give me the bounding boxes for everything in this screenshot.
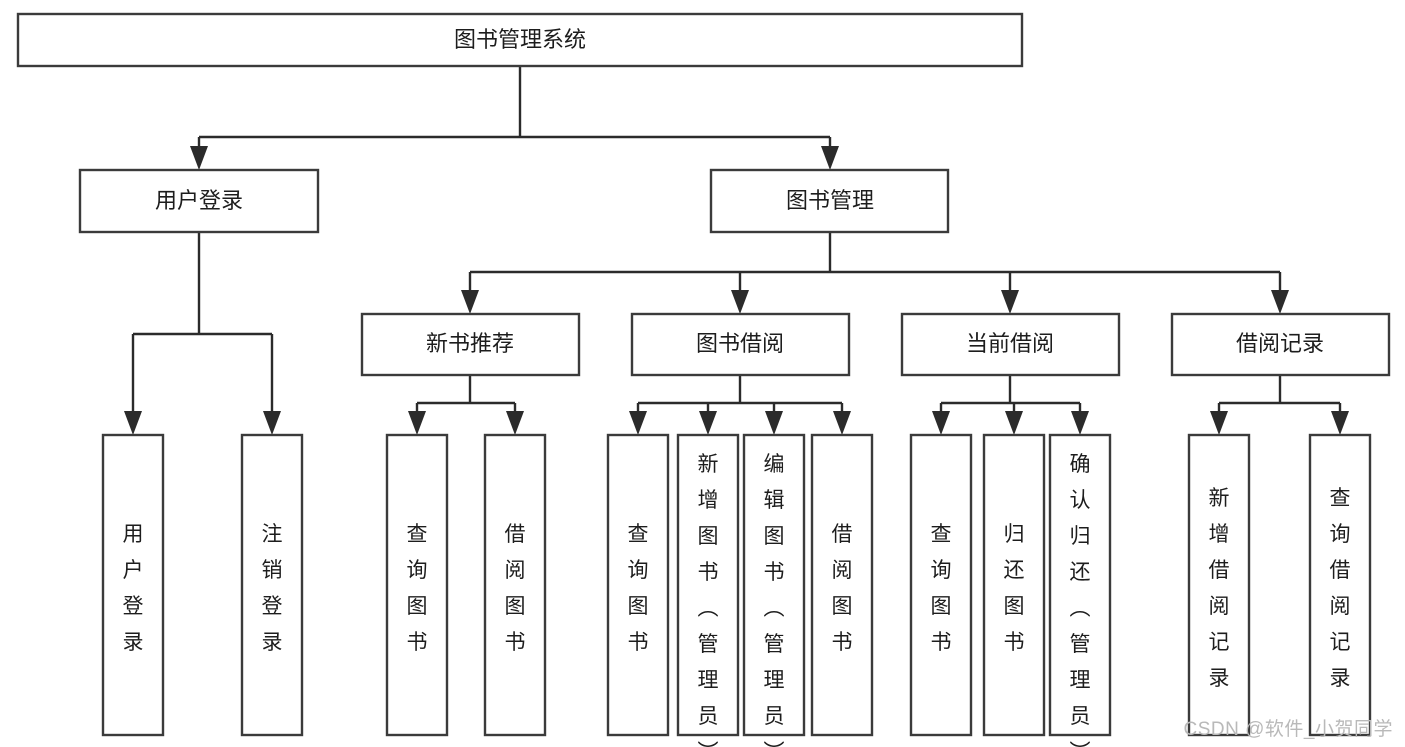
node-leaf-add-record-box[interactable] xyxy=(1187,433,1251,737)
arrow-head-leaf-query-record xyxy=(1331,411,1349,435)
arrow-head-leaf-return-book xyxy=(1005,411,1023,435)
arrow-head-leaf-borrow-book-2 xyxy=(833,411,851,435)
node-leaf-return-book-box[interactable] xyxy=(982,433,1046,737)
node-leaf-add-book[interactable]: 新增图书︵管理员︶ xyxy=(676,433,740,747)
node-leaf-borrow-book-1-label: 借阅图书 xyxy=(505,523,526,654)
node-book-manage-box[interactable] xyxy=(709,168,950,234)
connector-group-root xyxy=(190,66,839,170)
node-leaf-add-book-label: 新增图书︵管理员︶ xyxy=(698,453,719,747)
arrow-head-leaf-user-logout xyxy=(263,411,281,435)
arrow-head-to-user-login xyxy=(190,146,208,170)
arrow-head-leaf-query-book-2 xyxy=(629,411,647,435)
node-leaf-return-book[interactable]: 归还图书 xyxy=(982,433,1046,737)
node-leaf-confirm-return[interactable]: 确认归还︵管理员︶ xyxy=(1048,433,1112,747)
arrow-head-to-book-manage xyxy=(821,146,839,170)
node-leaf-user-logout-label: 注销登录 xyxy=(262,523,283,654)
node-current-borrow[interactable]: 当前借阅 xyxy=(900,312,1121,377)
arrow-head-leaf-add-record xyxy=(1210,411,1228,435)
node-book-borrow-box[interactable] xyxy=(630,312,851,377)
node-root-label: 图书管理系统 xyxy=(454,27,586,52)
node-leaf-borrow-book-1-box[interactable] xyxy=(483,433,547,737)
node-leaf-query-book-1-label: 查询图书 xyxy=(407,523,428,654)
node-current-borrow-box[interactable] xyxy=(900,312,1121,377)
arrow-head-to-new-book-rec xyxy=(461,290,479,314)
node-leaf-query-book-2[interactable]: 查询图书 xyxy=(606,433,670,737)
arrow-head-leaf-user-login xyxy=(124,411,142,435)
node-leaf-query-book-3-box[interactable] xyxy=(909,433,973,737)
node-leaf-borrow-book-1[interactable]: 借阅图书 xyxy=(483,433,547,737)
connector-group-book-manage xyxy=(461,232,1289,314)
node-leaf-query-book-1[interactable]: 查询图书 xyxy=(385,433,449,737)
node-leaf-user-login-label: 用户登录 xyxy=(123,523,144,654)
connector-group-user-login xyxy=(124,232,281,435)
node-leaf-borrow-book-2-label: 借阅图书 xyxy=(832,523,853,654)
node-leaf-query-record[interactable]: 查询借阅记录 xyxy=(1308,433,1372,737)
arrow-head-to-book-borrow xyxy=(731,290,749,314)
node-root[interactable]: 图书管理系统 xyxy=(16,12,1024,68)
node-leaf-edit-book-label: 编辑图书︵管理员︶ xyxy=(764,453,785,747)
node-leaf-user-login-box[interactable] xyxy=(101,433,165,737)
node-borrow-record-label: 借阅记录 xyxy=(1236,331,1324,356)
node-book-borrow[interactable]: 图书借阅 xyxy=(630,312,851,377)
node-leaf-borrow-book-2[interactable]: 借阅图书 xyxy=(810,433,874,737)
node-leaf-edit-book[interactable]: 编辑图书︵管理员︶ xyxy=(742,433,806,747)
node-current-borrow-label: 当前借阅 xyxy=(966,331,1054,356)
node-leaf-query-book-3-label: 查询图书 xyxy=(931,523,952,654)
node-leaf-add-record[interactable]: 新增借阅记录 xyxy=(1187,433,1251,737)
node-book-manage[interactable]: 图书管理 xyxy=(709,168,950,234)
node-leaf-confirm-return-label: 确认归还︵管理员︶ xyxy=(1070,453,1091,747)
leaf-node-layer: 用户登录 注销登录 查询图书 借阅图书 查询图书 新增图书︵管理员︶ 编辑图书︵管理员︶ 借阅… xyxy=(101,433,1372,747)
node-leaf-query-record-label: 查询借阅记录 xyxy=(1330,487,1351,690)
node-new-book-rec-label: 新书推荐 xyxy=(426,331,514,356)
node-leaf-add-record-label: 新增借阅记录 xyxy=(1209,487,1230,690)
arrow-head-leaf-query-book-3 xyxy=(932,411,950,435)
arrow-head-leaf-add-book xyxy=(699,411,717,435)
arrow-head-to-borrow-record xyxy=(1271,290,1289,314)
node-leaf-query-book-2-label: 查询图书 xyxy=(628,523,649,654)
node-user-login[interactable]: 用户登录 xyxy=(78,168,320,234)
node-leaf-query-book-2-box[interactable] xyxy=(606,433,670,737)
arrow-head-to-current-borrow xyxy=(1001,290,1019,314)
node-root-box[interactable] xyxy=(16,12,1024,68)
node-borrow-record-label-box[interactable] xyxy=(1170,312,1391,377)
node-borrow-record[interactable]: 借阅记录 xyxy=(1170,312,1391,377)
node-new-book-rec-box[interactable] xyxy=(360,312,581,377)
node-leaf-user-logout-box[interactable] xyxy=(240,433,304,737)
arrow-head-leaf-confirm-return xyxy=(1071,411,1089,435)
node-new-book-rec[interactable]: 新书推荐 xyxy=(360,312,581,377)
connector-group-book-borrow xyxy=(629,375,851,435)
connector-group-borrow-record xyxy=(1210,375,1349,435)
node-leaf-borrow-book-2-box[interactable] xyxy=(810,433,874,737)
node-leaf-add-book-box[interactable] xyxy=(676,433,740,737)
arrow-head-leaf-borrow-book-1 xyxy=(506,411,524,435)
node-leaf-user-logout[interactable]: 注销登录 xyxy=(240,433,304,737)
node-leaf-confirm-return-box[interactable] xyxy=(1048,433,1112,737)
node-user-login-label: 用户登录 xyxy=(155,188,243,213)
node-leaf-query-record-box[interactable] xyxy=(1308,433,1372,737)
node-book-borrow-label: 图书借阅 xyxy=(696,331,784,356)
arrow-head-leaf-query-book-1 xyxy=(408,411,426,435)
node-book-manage-label: 图书管理 xyxy=(786,188,874,213)
connector-group-new-book-rec xyxy=(408,375,524,435)
node-leaf-return-book-label: 归还图书 xyxy=(1004,523,1025,654)
node-leaf-edit-book-box[interactable] xyxy=(742,433,806,737)
node-leaf-query-book-1-box[interactable] xyxy=(385,433,449,737)
arrow-head-leaf-edit-book xyxy=(765,411,783,435)
node-user-login-box[interactable] xyxy=(78,168,320,234)
node-leaf-user-login[interactable]: 用户登录 xyxy=(101,433,165,737)
connector-group-current-borrow xyxy=(932,375,1089,435)
node-leaf-query-book-3[interactable]: 查询图书 xyxy=(909,433,973,737)
